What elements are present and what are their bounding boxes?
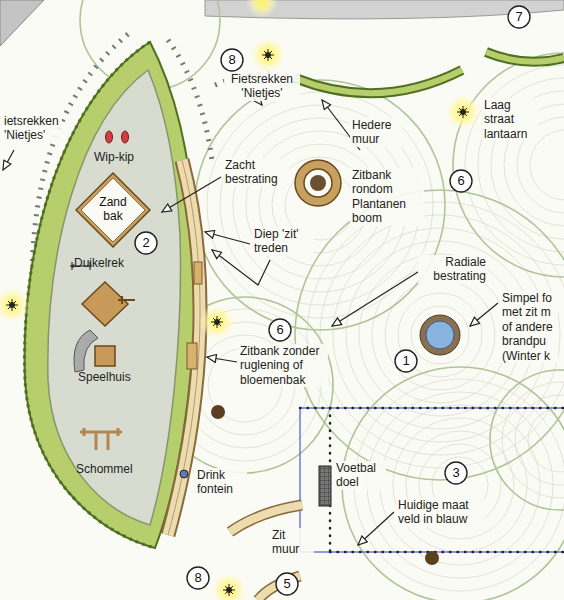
plan-label: Hedere muur xyxy=(350,118,402,147)
callout-number: 6 xyxy=(449,169,473,193)
paving-ring xyxy=(411,306,469,364)
paving-ring xyxy=(307,202,564,468)
plan-label: Zacht bestrating xyxy=(223,158,289,187)
paving-ring xyxy=(478,78,564,252)
callout-number: 6 xyxy=(268,318,292,342)
callout-text: 8 xyxy=(186,566,210,585)
paving-ring xyxy=(465,65,564,265)
plan-label: Speelhuis xyxy=(76,370,156,384)
area-name: Zand bak xyxy=(96,172,130,224)
paving-ring xyxy=(359,254,521,416)
plan-label: ietsrekken 'Nietjes' xyxy=(2,114,62,143)
callout-ring xyxy=(135,232,157,254)
callout-text: 6 xyxy=(449,169,473,188)
paving-ring xyxy=(502,382,564,498)
callout-ring xyxy=(221,49,243,71)
callout-number: 8 xyxy=(186,566,210,590)
callout-text: 3 xyxy=(444,461,468,480)
callout-number: 3 xyxy=(444,461,468,485)
callout-ring xyxy=(508,6,530,28)
plan-label: Radiale bestrating xyxy=(418,255,488,284)
plan-label: Huidige maat veld in blauw xyxy=(396,498,484,527)
plan-label: Zitbank rondom Plantanen boom xyxy=(350,168,424,226)
callout-text: 1 xyxy=(394,349,418,368)
plan-label: Schommel xyxy=(74,462,154,476)
plan-label: Wip-kip xyxy=(92,150,152,164)
callout-number: 5 xyxy=(275,572,299,596)
plan-label: Simpel fo met zit m of andere brandpu (W… xyxy=(500,291,558,363)
paving-ring xyxy=(385,280,495,390)
callout-ring xyxy=(450,170,472,192)
callout-text: 7 xyxy=(507,5,531,24)
callout-text: 8 xyxy=(220,48,244,67)
callout-text: 5 xyxy=(275,572,299,591)
callout-ring xyxy=(395,350,417,372)
plan-label: Drink fontein xyxy=(195,468,247,497)
callout-ring xyxy=(187,567,209,589)
plan-label: Fietsrekken 'Nietjes' xyxy=(224,72,300,101)
callout-ring xyxy=(276,573,298,595)
plan-label: Laag straat lantaarn xyxy=(482,98,538,141)
callout-ring xyxy=(269,319,291,341)
paving-ring xyxy=(367,392,553,578)
paving-ring xyxy=(320,215,560,455)
plan-label: Voetbal doel xyxy=(334,461,386,490)
callout-text: 2 xyxy=(134,231,158,250)
callout-ring xyxy=(445,462,467,484)
plan-label: Duikelrek xyxy=(72,256,142,270)
plan-label: Zitbank zonder ruglening of bloemenbak xyxy=(238,344,328,387)
callout-number: 2 xyxy=(134,231,158,255)
plan-label: Diep 'zit' treden xyxy=(252,227,314,256)
callout-number: 1 xyxy=(394,349,418,373)
callout-number: 8 xyxy=(220,48,244,72)
callout-text: 6 xyxy=(268,318,292,337)
callout-number: 7 xyxy=(507,5,531,29)
plan-label: Zit muur xyxy=(270,528,314,557)
